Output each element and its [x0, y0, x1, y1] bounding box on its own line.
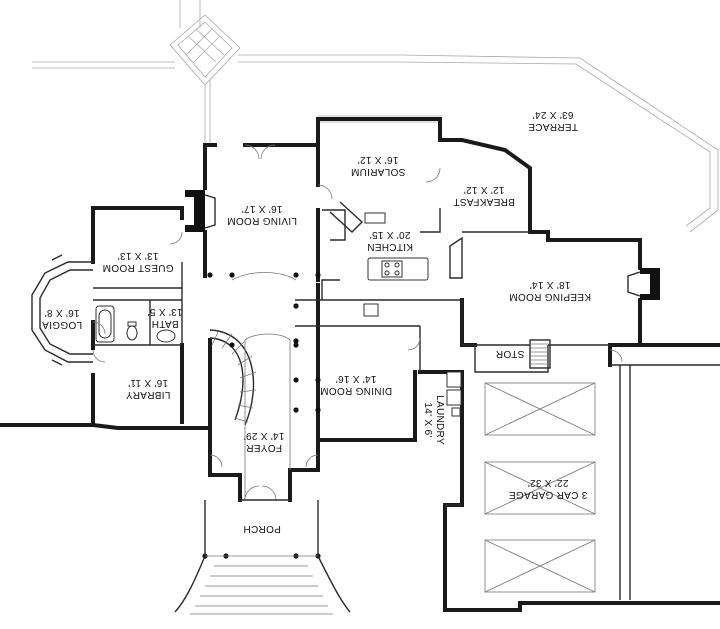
curved-stair: [209, 329, 257, 426]
keeping-room-size: 18' X 14': [530, 279, 571, 290]
loggia-shape: [31, 254, 93, 366]
foyer-gallery: [231, 272, 297, 500]
garage-size: 22' X 32': [528, 477, 569, 488]
guest-room-label: GUEST ROOM 13' X 13': [102, 250, 173, 273]
breakfast-size: 12' X 12': [464, 184, 505, 195]
terrace-name: TERRACE: [528, 121, 578, 132]
guest-room-name: GUEST ROOM: [102, 262, 173, 273]
stor-label: STOR: [496, 348, 525, 359]
keeping-room-label: KEEPING ROOM 18' X 14': [509, 279, 591, 302]
foyer-label: FOYER 14' X 29': [244, 430, 285, 453]
loggia-label: LOGGIA 16' X 8': [42, 307, 82, 330]
laundry-fixtures: [363, 303, 462, 417]
breakfast-name: BREAKFAST: [453, 196, 515, 207]
living-room-name: LIVING ROOM: [227, 215, 297, 226]
room-labels: TERRACE 63' X 24' SOLARIUM 16' X 12' BRE…: [42, 109, 591, 534]
laundry-size: 14' X 6': [422, 402, 433, 437]
bath-size: 13' X 5': [147, 306, 182, 317]
kitchen-name: KITCHEN: [367, 241, 413, 252]
living-room-label: LIVING ROOM 16' X 17': [227, 203, 297, 226]
terrace-label: TERRACE 63' X 24': [528, 109, 578, 132]
keeping-room-name: KEEPING ROOM: [509, 291, 591, 302]
loggia-name: LOGGIA: [42, 319, 82, 330]
bath-fixtures: [95, 305, 176, 343]
dining-room-label: DINING ROOM 14' X 16': [320, 373, 392, 396]
bath-name: BATH: [151, 318, 178, 329]
dining-room-size: 14' X 16': [336, 373, 377, 384]
porch: [174, 499, 351, 615]
columns: [202, 272, 321, 559]
stor-name: STOR: [496, 348, 525, 359]
breakfast-label: BREAKFAST 12' X 12': [453, 184, 515, 207]
solarium-size: 16' X 12': [358, 154, 399, 165]
bath-label: BATH 13' X 5': [147, 306, 182, 329]
kitchen-label: KITCHEN 20' X 15': [367, 229, 413, 252]
porch-label: PORCH: [243, 523, 281, 534]
garage-bays: [484, 382, 596, 593]
library-size: 16' X 11': [128, 377, 168, 388]
library-name: LIBRARY: [126, 389, 171, 400]
doors: [92, 144, 623, 501]
porch-name: PORCH: [243, 523, 281, 534]
solarium-name: SOLARIUM: [351, 166, 406, 177]
dining-room-name: DINING ROOM: [320, 385, 392, 396]
terrace-outline: [32, 0, 719, 233]
library-label: LIBRARY 16' X 11': [126, 377, 171, 400]
guest-room-size: 13' X 13': [118, 250, 159, 261]
garage-name: 3 CAR GARAGE: [509, 489, 588, 500]
kitchen-size: 20' X 15': [370, 229, 411, 240]
interior-walls: [93, 208, 720, 600]
rear-stair: [529, 339, 551, 369]
terrace-size: 63' X 24': [533, 109, 574, 120]
garage-label: 3 CAR GARAGE 22' X 32': [509, 477, 588, 500]
foyer-name: FOYER: [246, 442, 282, 453]
foyer-size: 14' X 29': [244, 430, 285, 441]
laundry-label: LAUNDRY 14' X 6': [422, 395, 445, 445]
living-room-size: 16' X 17': [242, 203, 283, 214]
laundry-name: LAUNDRY: [434, 395, 445, 445]
solarium-label: SOLARIUM 16' X 12': [351, 154, 406, 177]
fireplaces: [185, 190, 660, 300]
loggia-size: 16' X 8': [44, 307, 79, 318]
kitchen-fixtures: [321, 201, 463, 300]
